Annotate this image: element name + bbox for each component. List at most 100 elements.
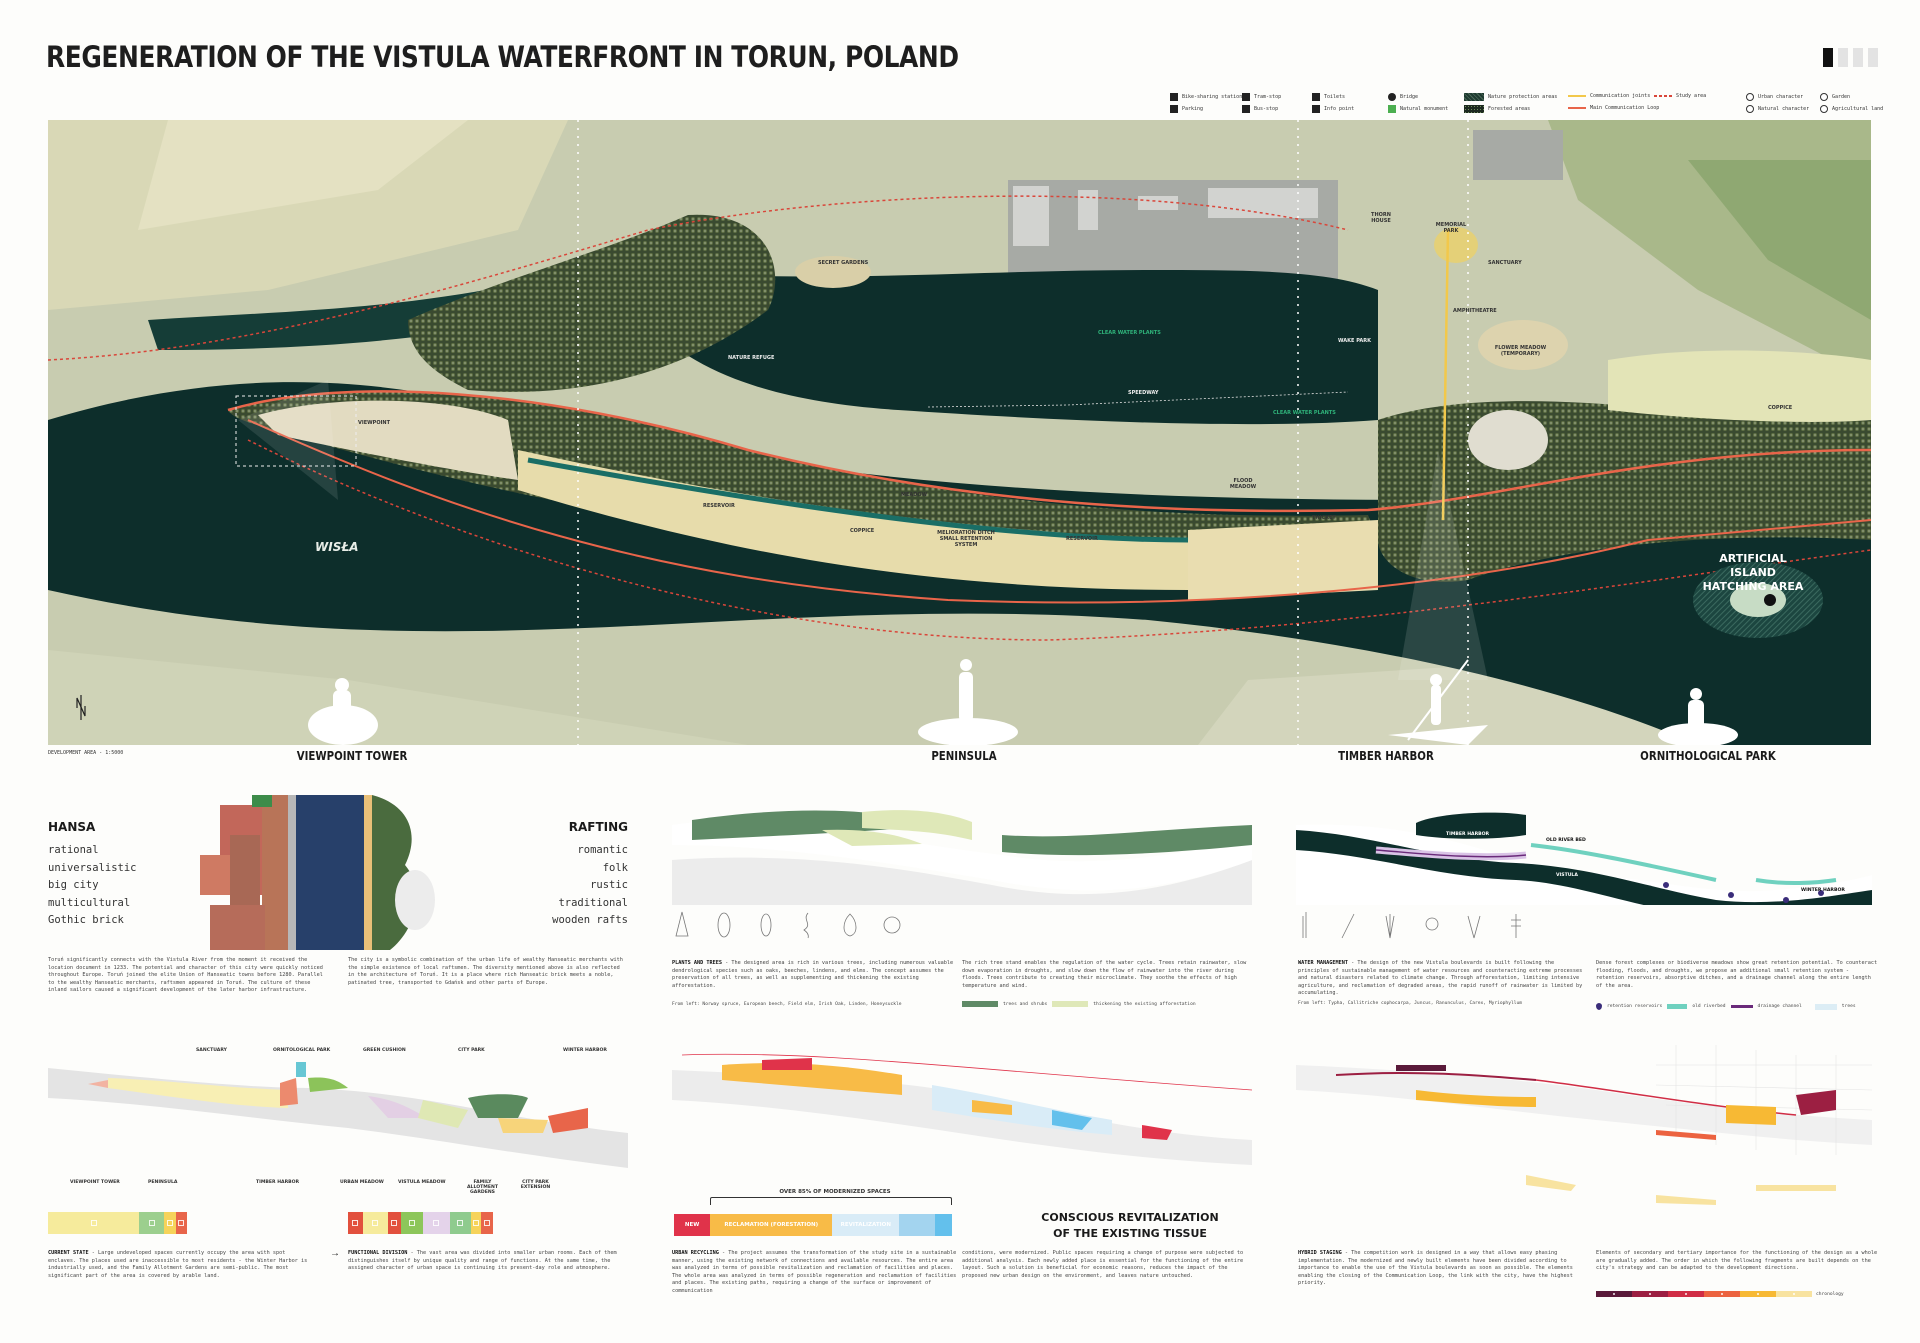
monument-icon [1388, 105, 1396, 113]
recycling-text: URBAN RECYCLING - The project assumes th… [672, 1250, 957, 1296]
building [1208, 188, 1318, 218]
legend-item: Urban character [1746, 93, 1803, 101]
stage-marker [1613, 1293, 1615, 1295]
function-icon [408, 1220, 415, 1226]
legend-label: Toilets [1324, 94, 1346, 100]
page-dot-1[interactable] [1823, 48, 1833, 67]
main-communication-loop-south [247, 419, 1871, 604]
page-dot-4[interactable] [1868, 48, 1878, 67]
info-icon [1312, 105, 1320, 113]
plants-legend: trees and shrubs thickening the existing… [962, 1001, 1196, 1007]
section-title: ORNITHOLOGICAL PARK [1640, 749, 1776, 763]
garden-icon [1820, 93, 1828, 101]
yellow-line-icon [1568, 95, 1586, 97]
recycling-body: - The project assumes the transformation… [672, 1250, 957, 1294]
map-label: AMPHITHEATRE [1453, 308, 1497, 314]
legend-label: Forested areas [1488, 106, 1531, 112]
plants-text-2: The rich tree stand enables the regulati… [962, 960, 1247, 989]
current-heading: CURRENT STATE [48, 1250, 89, 1256]
legend-label: Nature protection areas [1488, 94, 1558, 100]
plants-caption: From left: Norway spruce, European beech… [672, 1002, 902, 1007]
water-text-2: Dense forest complexes or biodiverse mea… [1596, 960, 1878, 989]
legend-label: Tram-stop [1254, 94, 1282, 100]
timber-harbor-figure [1388, 659, 1488, 745]
division-map-svg [48, 1062, 628, 1168]
map-label: SANCTUARY [1488, 260, 1522, 266]
page-dot-3[interactable] [1853, 48, 1863, 67]
reservoir-swatch [1596, 1003, 1602, 1010]
division-label: SANCTUARY [196, 1048, 227, 1053]
clearing [1468, 410, 1548, 470]
word: Gothic brick [48, 914, 124, 926]
legend-item: Bus-stop [1242, 105, 1278, 113]
legend-item: Communication joints [1568, 93, 1650, 99]
function-icon [352, 1220, 359, 1226]
plants-heading: PLANTS AND TREES [672, 960, 722, 966]
rafting-words: romantic folk rustic traditional wooden … [500, 842, 628, 930]
division-label: VIEWPOINT TOWER [70, 1180, 120, 1185]
legend-label: Parking [1182, 106, 1204, 112]
legend-label: Study area [1676, 93, 1707, 99]
staging-map-svg [1296, 1045, 1873, 1205]
legend-item: Toilets [1312, 93, 1345, 101]
parking-icon [1170, 105, 1178, 113]
main-communication-loop [227, 390, 1871, 513]
recycling-segment: REVITALIZATION [832, 1214, 900, 1236]
page-dot-2[interactable] [1838, 48, 1848, 67]
recycling-text-2: conditions, were modernized. Public spac… [962, 1250, 1244, 1279]
function-icon [391, 1220, 398, 1226]
chronology-stage [1776, 1291, 1812, 1297]
carex-icon [1467, 915, 1481, 939]
word: rational [48, 844, 99, 856]
legend-item: Agricultural land [1820, 105, 1883, 113]
rafting-title: RAFTING [568, 820, 628, 834]
plants-body: - The designed area is rich in various t… [672, 960, 954, 989]
functional-heading: FUNCTIONAL DIVISION [348, 1250, 408, 1256]
development-map[interactable]: SECRET GARDENS NATURE REFUGE CLEAR WATER… [48, 120, 1871, 745]
legend-label: old riverbed [1692, 1004, 1726, 1009]
plants-text: PLANTS AND TREES - The designed area is … [672, 960, 957, 990]
riverbed-swatch [1667, 1004, 1688, 1009]
current-state-segment [48, 1212, 140, 1234]
revitalization-heading: CONSCIOUS REVITALIZATION OF THE EXISTING… [1010, 1210, 1250, 1242]
field [48, 650, 748, 745]
nature-refuge-forest [408, 214, 776, 392]
flower-meadow [1478, 320, 1568, 370]
stage-marker [1685, 1293, 1687, 1295]
current-state-segment [163, 1212, 176, 1234]
map-label: SPEEDWAY [1128, 390, 1159, 396]
chronology-stage [1740, 1291, 1776, 1297]
legend-label: Main Communication Loop [1590, 105, 1660, 111]
function-icon [433, 1220, 440, 1226]
north-arrow-icon [76, 695, 86, 720]
legend-item: Info point [1312, 105, 1354, 113]
legend-label: Natural monument [1400, 106, 1449, 112]
function-icon [472, 1220, 479, 1226]
legend-label: thickening the existing afforestation [1093, 1001, 1196, 1007]
page-indicator[interactable] [1823, 48, 1878, 67]
hansa-words: rational universalistic big city multicu… [48, 842, 137, 930]
map-label: THICKET [1312, 515, 1336, 521]
legend-label: trees [1841, 1004, 1856, 1009]
ornithological-park-figure [1658, 688, 1738, 745]
chronology-legend: chronology [1596, 1291, 1844, 1297]
rafting-text: The city is a symbolic combination of th… [348, 957, 623, 986]
word: big city [48, 879, 99, 891]
recycling-heading: URBAN RECYCLING [672, 1250, 719, 1256]
word: multicultural [48, 896, 131, 909]
current-body: - Large undeveloped spaces currently occ… [48, 1250, 308, 1279]
chronology-stage [1596, 1291, 1632, 1297]
function-icon [178, 1220, 185, 1226]
ranunculus-icon [1425, 917, 1439, 931]
legend-item: Bridge [1388, 93, 1418, 101]
legend-item: Garden [1820, 93, 1850, 101]
functional-segment [423, 1212, 450, 1234]
viewpoint-frame [235, 395, 357, 467]
coppice-field [1608, 350, 1871, 422]
map-label: MEMORIAL PARK [1435, 222, 1467, 234]
legend-item: Parking [1170, 105, 1203, 113]
chronology-stage [1704, 1291, 1740, 1297]
current-state-segment [175, 1212, 188, 1234]
map-label: MELIORATION DITCH SMALL RETENTION SYSTEM [937, 530, 995, 548]
map-label: RESERVOIR [703, 503, 735, 509]
